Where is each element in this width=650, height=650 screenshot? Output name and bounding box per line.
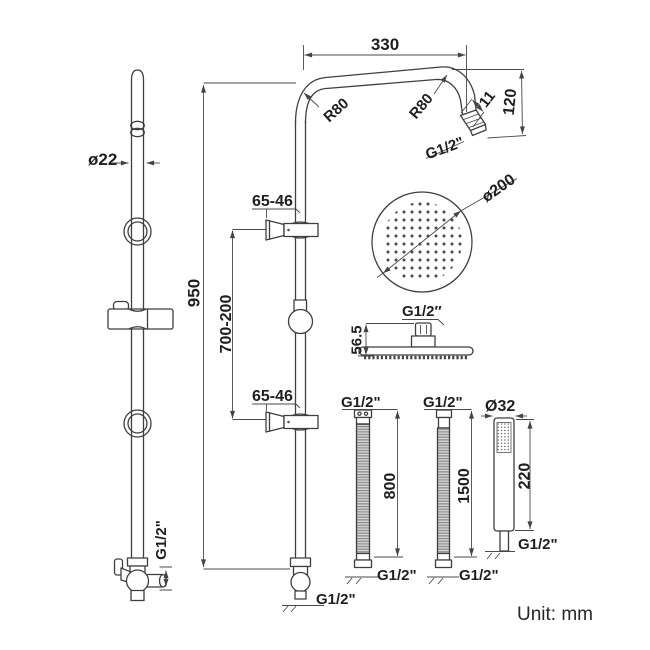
long-hose-bottom-thread-label: G1/2" — [459, 567, 499, 584]
hand-shower-length-label: 220 — [517, 463, 534, 490]
arm-reach-label: 330 — [371, 35, 399, 54]
rail-outlet-thread-label: G1/2" — [153, 520, 170, 560]
rail-mount-ring-top — [123, 217, 152, 246]
arm-left-radius-label: R80 — [320, 95, 352, 126]
head-side-dimensions: G1/2″ 56.5 — [349, 303, 445, 357]
arm-dimensions: 330 R80 R80 11 120 G1/2" — [303, 35, 527, 164]
handset-holder — [107, 300, 174, 330]
hand-shower-dimensions: Ø32 220 G1/2" — [481, 398, 558, 553]
long-hose-top-thread-label: G1/2" — [423, 394, 463, 411]
short-hose-top-thread-label: G1/2" — [341, 394, 381, 411]
rail-diameter-label: ø22 — [88, 150, 117, 169]
head-disc — [358, 346, 474, 356]
shower-arm — [294, 66, 487, 137]
hand-shower-spray-face — [496, 422, 512, 453]
riser-height-label: 950 — [185, 279, 204, 307]
short-hose-dimensions: G1/2" 800 G1/2" — [341, 394, 417, 584]
head-connector-upper — [414, 322, 432, 337]
head-diameter-label: ø200 — [479, 171, 519, 206]
riser-bottom-thread-label: G1/2" — [316, 591, 356, 608]
overhead-shower-side-view — [358, 322, 474, 360]
rail-diverter-valve — [113, 557, 168, 602]
diverter-bottom-outlet — [130, 589, 145, 602]
arm-right-radius-label: R80 — [406, 90, 437, 122]
wall-bracket-top — [265, 219, 319, 241]
riser-bottom-outlet — [282, 557, 324, 613]
arm-threaded-end — [459, 109, 487, 137]
short-hose — [345, 409, 380, 585]
long-hose-length-label: 1500 — [456, 468, 473, 504]
hand-shower-stem — [499, 530, 510, 552]
rail-mount-ring-bottom — [123, 409, 152, 438]
arm-drop-label: 120 — [501, 88, 521, 116]
long-hose-body — [436, 427, 451, 555]
head-thread-label: G1/2″ — [402, 303, 442, 320]
riser-dimensions: 950 700-200 65-46 65-46 G1/2" — [185, 82, 356, 608]
rail-joint-detail — [130, 120, 145, 131]
hand-shower-thread-label: G1/2" — [518, 536, 558, 553]
head-height-label: 56.5 — [349, 325, 366, 354]
hand-shower — [485, 417, 515, 560]
slide-rail — [107, 69, 174, 602]
unit-note: Unit: mm — [517, 604, 593, 625]
long-hose-dimensions: G1/2" 1500 G1/2" — [423, 394, 499, 584]
bracket-adjust-label: 700-200 — [218, 295, 235, 354]
short-hose-length-label: 800 — [382, 473, 399, 500]
wall-bracket-bottom — [265, 411, 319, 433]
slide-rail-dimensions: ø22 G1/2" — [88, 150, 172, 591]
hand-shower-diameter-label: Ø32 — [485, 398, 515, 415]
top-bracket-label: 65-46 — [252, 193, 293, 210]
head-connector-lower — [410, 335, 436, 348]
bottom-bracket-label: 65-46 — [252, 388, 293, 405]
short-hose-bottom-thread-label: G1/2" — [377, 567, 417, 584]
arm-thread-label: G1/2" — [423, 134, 466, 164]
long-hose — [427, 409, 459, 585]
riser-pipe — [265, 120, 324, 613]
short-hose-body — [355, 423, 371, 555]
